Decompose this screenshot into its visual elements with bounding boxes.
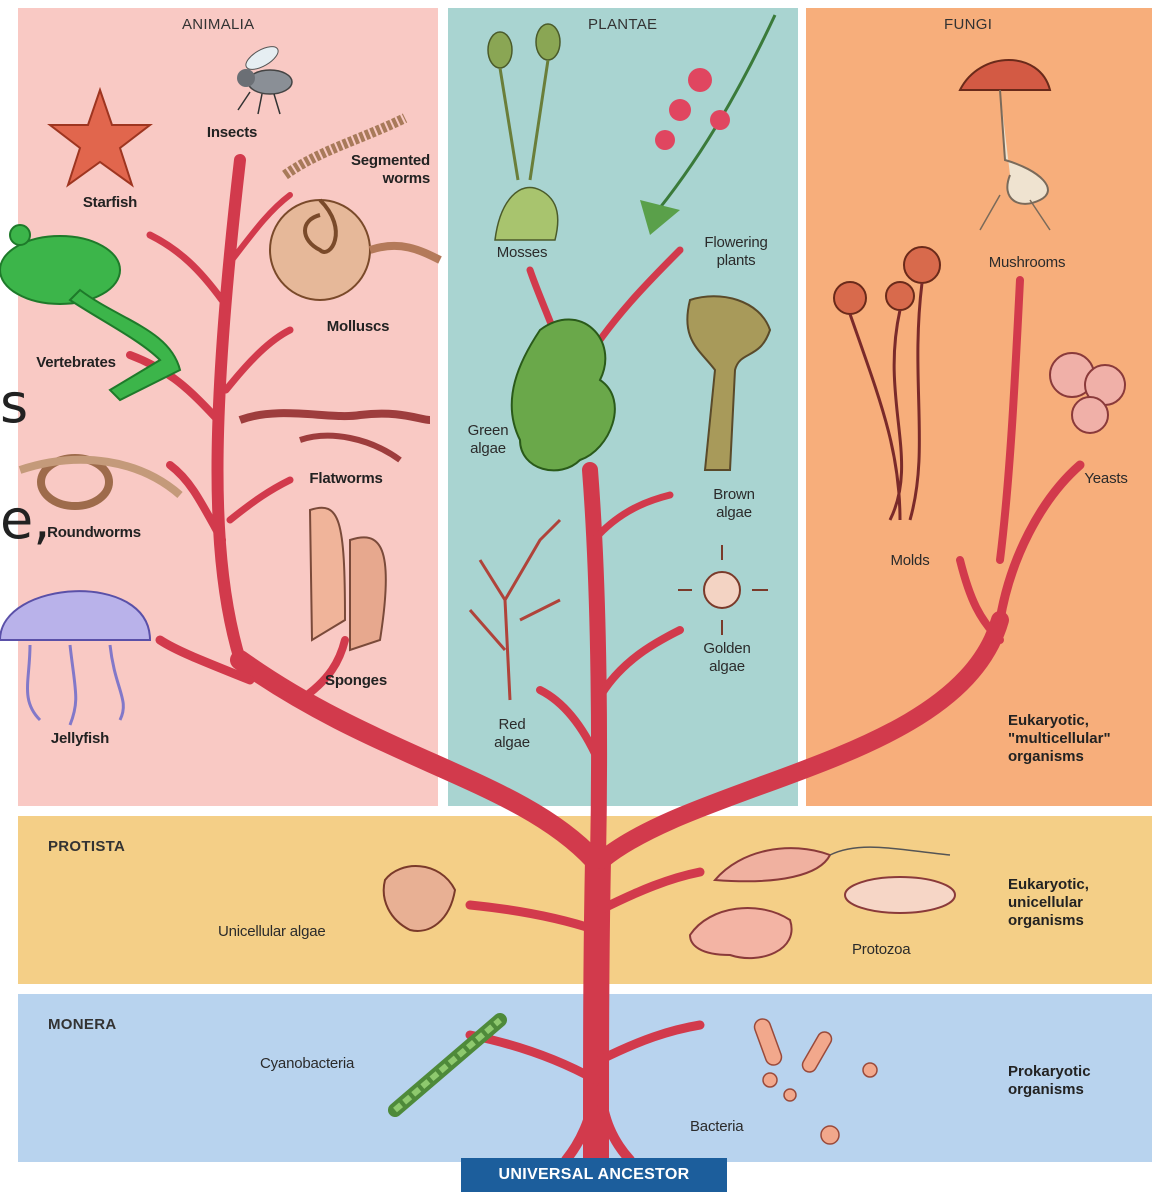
branch-bacteria: [600, 1025, 700, 1060]
sponge-illustration: [310, 508, 386, 650]
green-algae-illustration: [512, 320, 615, 471]
label-insects: Insects: [207, 124, 257, 142]
branch-protozoa: [600, 872, 700, 910]
trunk: [596, 860, 598, 1160]
label-starfish: Starfish: [83, 194, 137, 212]
label-mushrooms: Mushrooms: [989, 254, 1066, 272]
starfish-illustration: [50, 90, 150, 185]
yeast-illustration: [1050, 353, 1125, 433]
red-algae-illustration: [470, 520, 560, 700]
branch-mushrooms: [1000, 280, 1020, 560]
branch-molds: [960, 560, 1000, 640]
label-cyanobacteria: Cyanobacteria: [260, 1055, 354, 1073]
flowering-plant-illustration: [640, 15, 775, 235]
branch-molluscs: [226, 330, 290, 390]
kingdom-protista: PROTISTA: [48, 838, 125, 855]
mushroom-illustration: [960, 60, 1050, 230]
label-flatworms: Flatworms: [309, 470, 382, 488]
label-vertebrates: Vertebrates: [36, 354, 116, 372]
branch-plantae-main: [590, 470, 599, 860]
brown-algae-illustration: [687, 296, 770, 470]
branch-red-algae: [540, 690, 598, 760]
cutoff-text-2: e,: [0, 488, 50, 551]
kingdom-plantae: PLANTAE: [588, 16, 657, 33]
label-sponges: Sponges: [325, 672, 387, 690]
branch-starfish: [150, 235, 222, 300]
bacteria-illustration: [752, 1017, 877, 1144]
label-unicellular-algae: Unicellular algae: [218, 923, 326, 941]
nautilus-illustration: [270, 200, 440, 300]
branch-sponges: [300, 640, 345, 700]
universal-ancestor-label: UNIVERSAL ANCESTOR: [461, 1158, 727, 1192]
flatworm-illustration: [240, 413, 430, 460]
label-mosses: Mosses: [497, 244, 547, 262]
moss-illustration: [488, 24, 560, 240]
label-roundworms: Roundworms: [47, 524, 141, 542]
label-bacteria: Bacteria: [690, 1118, 743, 1136]
mold-illustration: [834, 247, 940, 520]
protozoa-illustration: [690, 847, 955, 958]
label-jellyfish: Jellyfish: [51, 730, 109, 748]
label-yeasts: Yeasts: [1084, 470, 1127, 488]
golden-algae-illustration: [678, 545, 768, 635]
branch-brown-algae: [594, 495, 670, 540]
phylogenetic-tree: [130, 160, 1080, 1160]
branch-flatworms: [230, 480, 290, 520]
branch-animal-trunk: [218, 160, 241, 660]
branch-fungi-main: [602, 620, 1000, 860]
label-protozoa: Protozoa: [852, 941, 910, 959]
kingdom-monera: MONERA: [48, 1016, 116, 1033]
cutoff-text-1: s: [0, 372, 28, 435]
branch-unicellular-algae: [470, 905, 596, 930]
description-multicellular: Eukaryotic,"multicellular"organisms: [1008, 712, 1111, 766]
kingdom-animalia: ANIMALIA: [182, 16, 254, 33]
branch-yeasts: [1000, 465, 1080, 620]
kingdom-fungi: FUNGI: [944, 16, 992, 33]
branch-golden-algae: [598, 630, 680, 700]
label-molds: Molds: [890, 552, 929, 570]
label-molluscs: Molluscs: [327, 318, 390, 336]
insect-illustration: [237, 42, 292, 114]
jellyfish-illustration: [0, 591, 150, 725]
unicellular-algae-illustration: [384, 866, 455, 931]
cyanobacteria-illustration: [395, 1020, 500, 1110]
branch-cyanobacteria: [470, 1035, 596, 1080]
